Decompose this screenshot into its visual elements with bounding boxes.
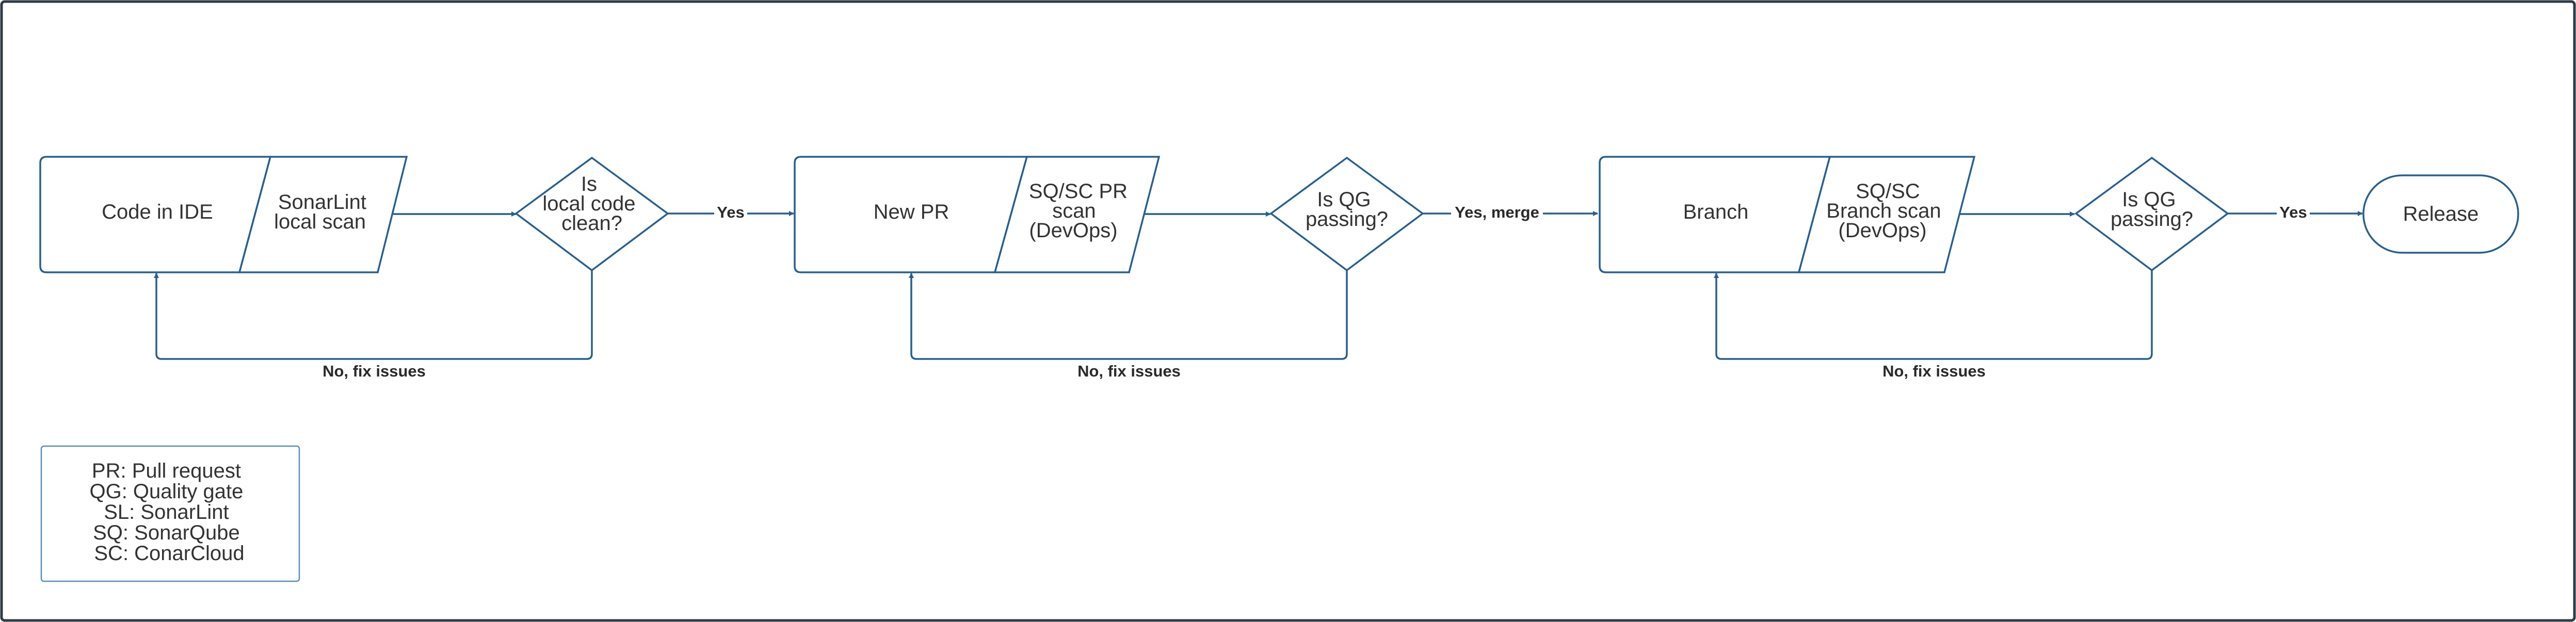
edge-label-no-2: No, fix issues bbox=[1077, 362, 1181, 380]
edge-no-fix-3 bbox=[1714, 270, 2153, 360]
decision-qg-passing-1-label: Is QG passing? bbox=[1306, 188, 1388, 231]
legend-line: SQ: SonarQube bbox=[93, 521, 240, 544]
sonarlint-scan-box[interactable] bbox=[238, 156, 408, 273]
decision-qg-passing-2-label: Is QG passing? bbox=[2111, 188, 2193, 231]
legend-line: SL: SonarLint bbox=[104, 501, 229, 523]
code-ide-box[interactable] bbox=[39, 156, 272, 273]
edge-label-no-3: No, fix issues bbox=[1882, 362, 1986, 380]
release-label: Release bbox=[2403, 203, 2479, 225]
legend-line: QG: Quality gate bbox=[89, 480, 243, 503]
edge-no-fix-1 bbox=[154, 270, 593, 360]
legend-line: SC: ConarCloud bbox=[94, 542, 244, 565]
edge-label-yes-merge: Yes, merge bbox=[1455, 203, 1539, 221]
branch-scan-label: SQ/SC Branch scan (DevOps) bbox=[1826, 180, 1946, 242]
new-pr-box[interactable] bbox=[794, 156, 1028, 273]
branch-box[interactable] bbox=[1599, 156, 1831, 273]
edge-label-no-1: No, fix issues bbox=[323, 362, 426, 380]
legend-box bbox=[40, 445, 300, 582]
pr-scan-label: SQ/SC PR scan (DevOps) bbox=[1029, 180, 1133, 242]
legend-text: PR: Pull request QG: Quality gate SL: So… bbox=[89, 460, 249, 565]
branch-label: Branch bbox=[1683, 201, 1749, 223]
branch-scan-box[interactable] bbox=[1797, 156, 1976, 273]
pr-scan-box[interactable] bbox=[993, 156, 1161, 273]
code-ide-label: Code in IDE bbox=[102, 201, 213, 223]
legend-line: PR: Pull request bbox=[92, 460, 241, 482]
decision-local-clean-label: Is local code clean? bbox=[542, 173, 641, 235]
new-pr-label: New PR bbox=[874, 201, 949, 223]
edge-label-yes-2: Yes bbox=[2279, 203, 2307, 221]
release-terminal[interactable] bbox=[2362, 174, 2519, 254]
sonarlint-scan-label: SonarLint local scan bbox=[274, 191, 372, 233]
edge-no-fix-2 bbox=[909, 270, 1348, 360]
edge-label-yes-1: Yes bbox=[717, 203, 744, 221]
